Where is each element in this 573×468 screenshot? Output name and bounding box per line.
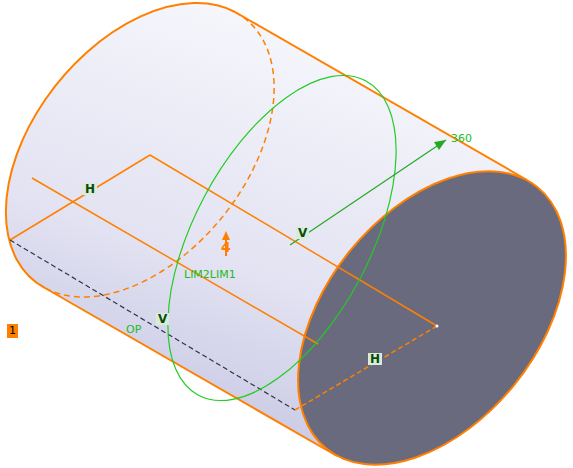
end-face [244, 121, 573, 468]
angle-label: 360 [451, 133, 472, 144]
left-edge-hidden [45, 12, 274, 297]
arrow-head [222, 231, 230, 240]
sketch-line [295, 326, 437, 410]
left-edge-visible [6, 3, 235, 288]
vertex-dot [436, 325, 439, 328]
sketch-line [10, 155, 150, 240]
constraint-symbol: V [156, 313, 169, 325]
limit-label: LIM2LIM1 [184, 269, 236, 280]
sketch-line [10, 240, 295, 410]
constraint-symbol: H [83, 183, 97, 195]
arrow-head [434, 140, 446, 150]
callout-number: 1 [7, 325, 18, 336]
profile-label: OP [126, 324, 141, 335]
silhouette-top [235, 12, 527, 180]
dimension-value: 4 [221, 240, 231, 254]
angle-arrow [290, 140, 446, 245]
constraint-symbol: V [296, 227, 309, 239]
callout-badge: 1 [7, 324, 18, 338]
constraint-symbol: H [368, 353, 382, 365]
silhouette-bottom [45, 288, 337, 456]
axis-line [32, 178, 318, 344]
revolution-circle [121, 40, 444, 437]
